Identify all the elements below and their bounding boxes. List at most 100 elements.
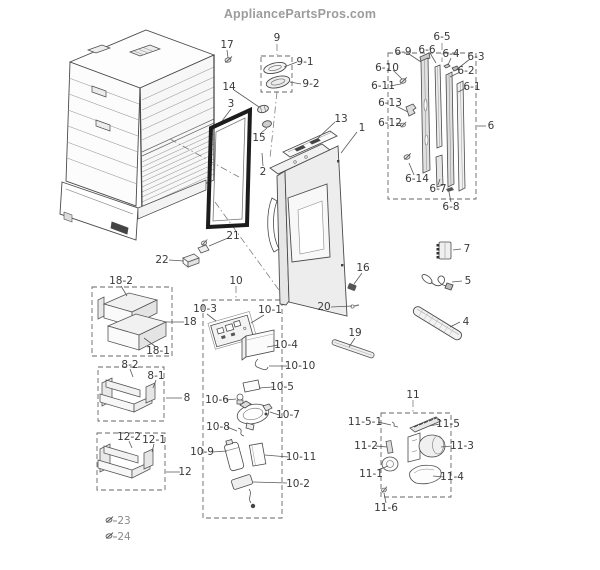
part-label-17: 17 <box>220 38 234 51</box>
assembly-6-drawing <box>398 52 466 192</box>
part-label-11-2: 11-2 <box>354 439 378 452</box>
part-label-11-5: 11-5 <box>436 417 460 430</box>
part-label-11-1: 11-1 <box>359 467 383 480</box>
door-gasket-drawing <box>205 106 253 230</box>
part-label-10-8: 10-8 <box>206 420 230 433</box>
bin-8-drawing <box>99 377 156 413</box>
part-label-6-8: 6-8 <box>442 200 460 213</box>
leader-lines <box>113 49 486 538</box>
bin-18-drawing <box>97 292 168 351</box>
part-label-2: 2 <box>259 165 267 178</box>
part-label-12: 12 <box>178 465 192 478</box>
part-label-10-7: 10-7 <box>276 408 300 421</box>
part-label-18: 18 <box>183 315 197 328</box>
part-label-16: 16 <box>356 261 370 274</box>
part-10-10-drawing <box>254 358 269 371</box>
part-24-screw-icon <box>105 532 115 540</box>
rail-19-drawing <box>331 339 375 359</box>
part-22-drawing <box>182 253 200 268</box>
part-label-10: 10 <box>229 274 243 287</box>
rail-13-drawing <box>269 130 338 175</box>
part-label-13: 13 <box>334 112 348 125</box>
screws-23-24-drawing <box>105 516 115 540</box>
group-box-6 <box>387 52 477 200</box>
part-label-10-2: 10-2 <box>286 477 310 490</box>
part-label-8-1: 8-1 <box>147 369 165 382</box>
part-label-4: 4 <box>462 315 470 328</box>
handle-4-drawing <box>412 306 462 341</box>
part-11-2-drawing <box>385 440 394 454</box>
group-box-11 <box>380 412 452 498</box>
part-label-6-5: 6-5 <box>433 30 451 43</box>
part-23-screw-icon <box>105 516 115 524</box>
part-label-10-11: 10-11 <box>285 450 317 463</box>
part-label-10-10: 10-10 <box>284 359 316 372</box>
part-10-2-drawing <box>231 474 256 509</box>
site-header: AppliancePartsPros.com <box>223 7 377 21</box>
part-10-4-drawing <box>241 329 275 361</box>
part-label-6-14: 6-14 <box>405 172 429 185</box>
part-label-12-1: 12-1 <box>142 433 166 446</box>
refrigerator-cabinet-drawing <box>59 29 216 241</box>
part-11-5-drawing <box>409 416 442 433</box>
part-label-10-9: 10-9 <box>190 445 214 458</box>
part-10-7-drawing <box>236 400 273 431</box>
center-lines <box>169 43 443 412</box>
part-label-11-3: 11-3 <box>450 439 474 452</box>
part-21-screw-icon <box>200 239 209 247</box>
part-label-6-6: 6-6 <box>418 43 436 56</box>
part-label-6-13: 6-13 <box>378 96 402 109</box>
part-label-24: 24 <box>117 530 131 543</box>
part-10-6-drawing <box>236 393 244 405</box>
part-label-8: 8 <box>183 391 191 404</box>
part-11-5-1-drawing <box>391 421 399 428</box>
part-label-14: 14 <box>222 80 236 93</box>
part-20-screw-icon <box>350 304 360 309</box>
part-label-6-11: 6-11 <box>371 79 395 92</box>
part-label-6-12: 6-12 <box>378 116 402 129</box>
part-label-11-6: 11-6 <box>374 501 398 514</box>
part-label-9: 9 <box>273 31 281 44</box>
part-label-12-2: 12-2 <box>117 430 141 443</box>
part-label-20: 20 <box>317 300 331 313</box>
part-label-6-4: 6-4 <box>442 47 460 60</box>
part-label-6-2: 6-2 <box>457 64 475 77</box>
cap-parts-drawing <box>224 56 291 128</box>
part-label-18-2: 18-2 <box>109 274 133 287</box>
part-10-8-drawing <box>237 427 245 437</box>
part-label-10-1: 10-1 <box>258 303 282 316</box>
part-label-9-1: 9-1 <box>296 55 314 68</box>
part-16-clip-icon <box>347 283 357 291</box>
part-14-drawing <box>257 104 269 114</box>
part-6-14-screw-icon <box>402 152 413 161</box>
part-label-9-2: 9-2 <box>302 77 320 90</box>
connector-7-drawing <box>436 241 452 260</box>
part-9-1-drawing <box>263 61 287 75</box>
assembly-10-drawing <box>207 311 275 509</box>
part-label-6-7: 6-7 <box>429 182 447 195</box>
group-box-12 <box>96 432 166 491</box>
part-label-11-5-1: 11-5-1 <box>347 415 383 428</box>
assembly-11-drawing <box>380 416 446 494</box>
group-box-8 <box>97 366 165 422</box>
group-box-9 <box>260 55 293 93</box>
small-clips-drawing <box>182 239 360 309</box>
part-label-6-10: 6-10 <box>375 61 399 74</box>
part-label-5: 5 <box>464 274 472 287</box>
part-10-11-drawing <box>248 442 267 467</box>
part-17-screw-icon <box>224 56 234 64</box>
part-label-1: 1 <box>358 121 366 134</box>
part-label-18-1: 18-1 <box>146 344 170 357</box>
part-label-23: 23 <box>117 514 131 527</box>
part-label-10-4: 10-4 <box>274 338 298 351</box>
door-drawing <box>267 145 348 317</box>
part-label-10-6: 10-6 <box>205 393 229 406</box>
group-box-18 <box>91 286 173 357</box>
dashed-group-boxes <box>91 52 477 519</box>
part-label-10-5: 10-5 <box>270 380 294 393</box>
part-label-10-3: 10-3 <box>193 302 217 315</box>
part-label-6-3: 6-3 <box>467 50 485 63</box>
part-11-1-drawing <box>381 456 399 472</box>
part-label-6-9: 6-9 <box>394 45 412 58</box>
